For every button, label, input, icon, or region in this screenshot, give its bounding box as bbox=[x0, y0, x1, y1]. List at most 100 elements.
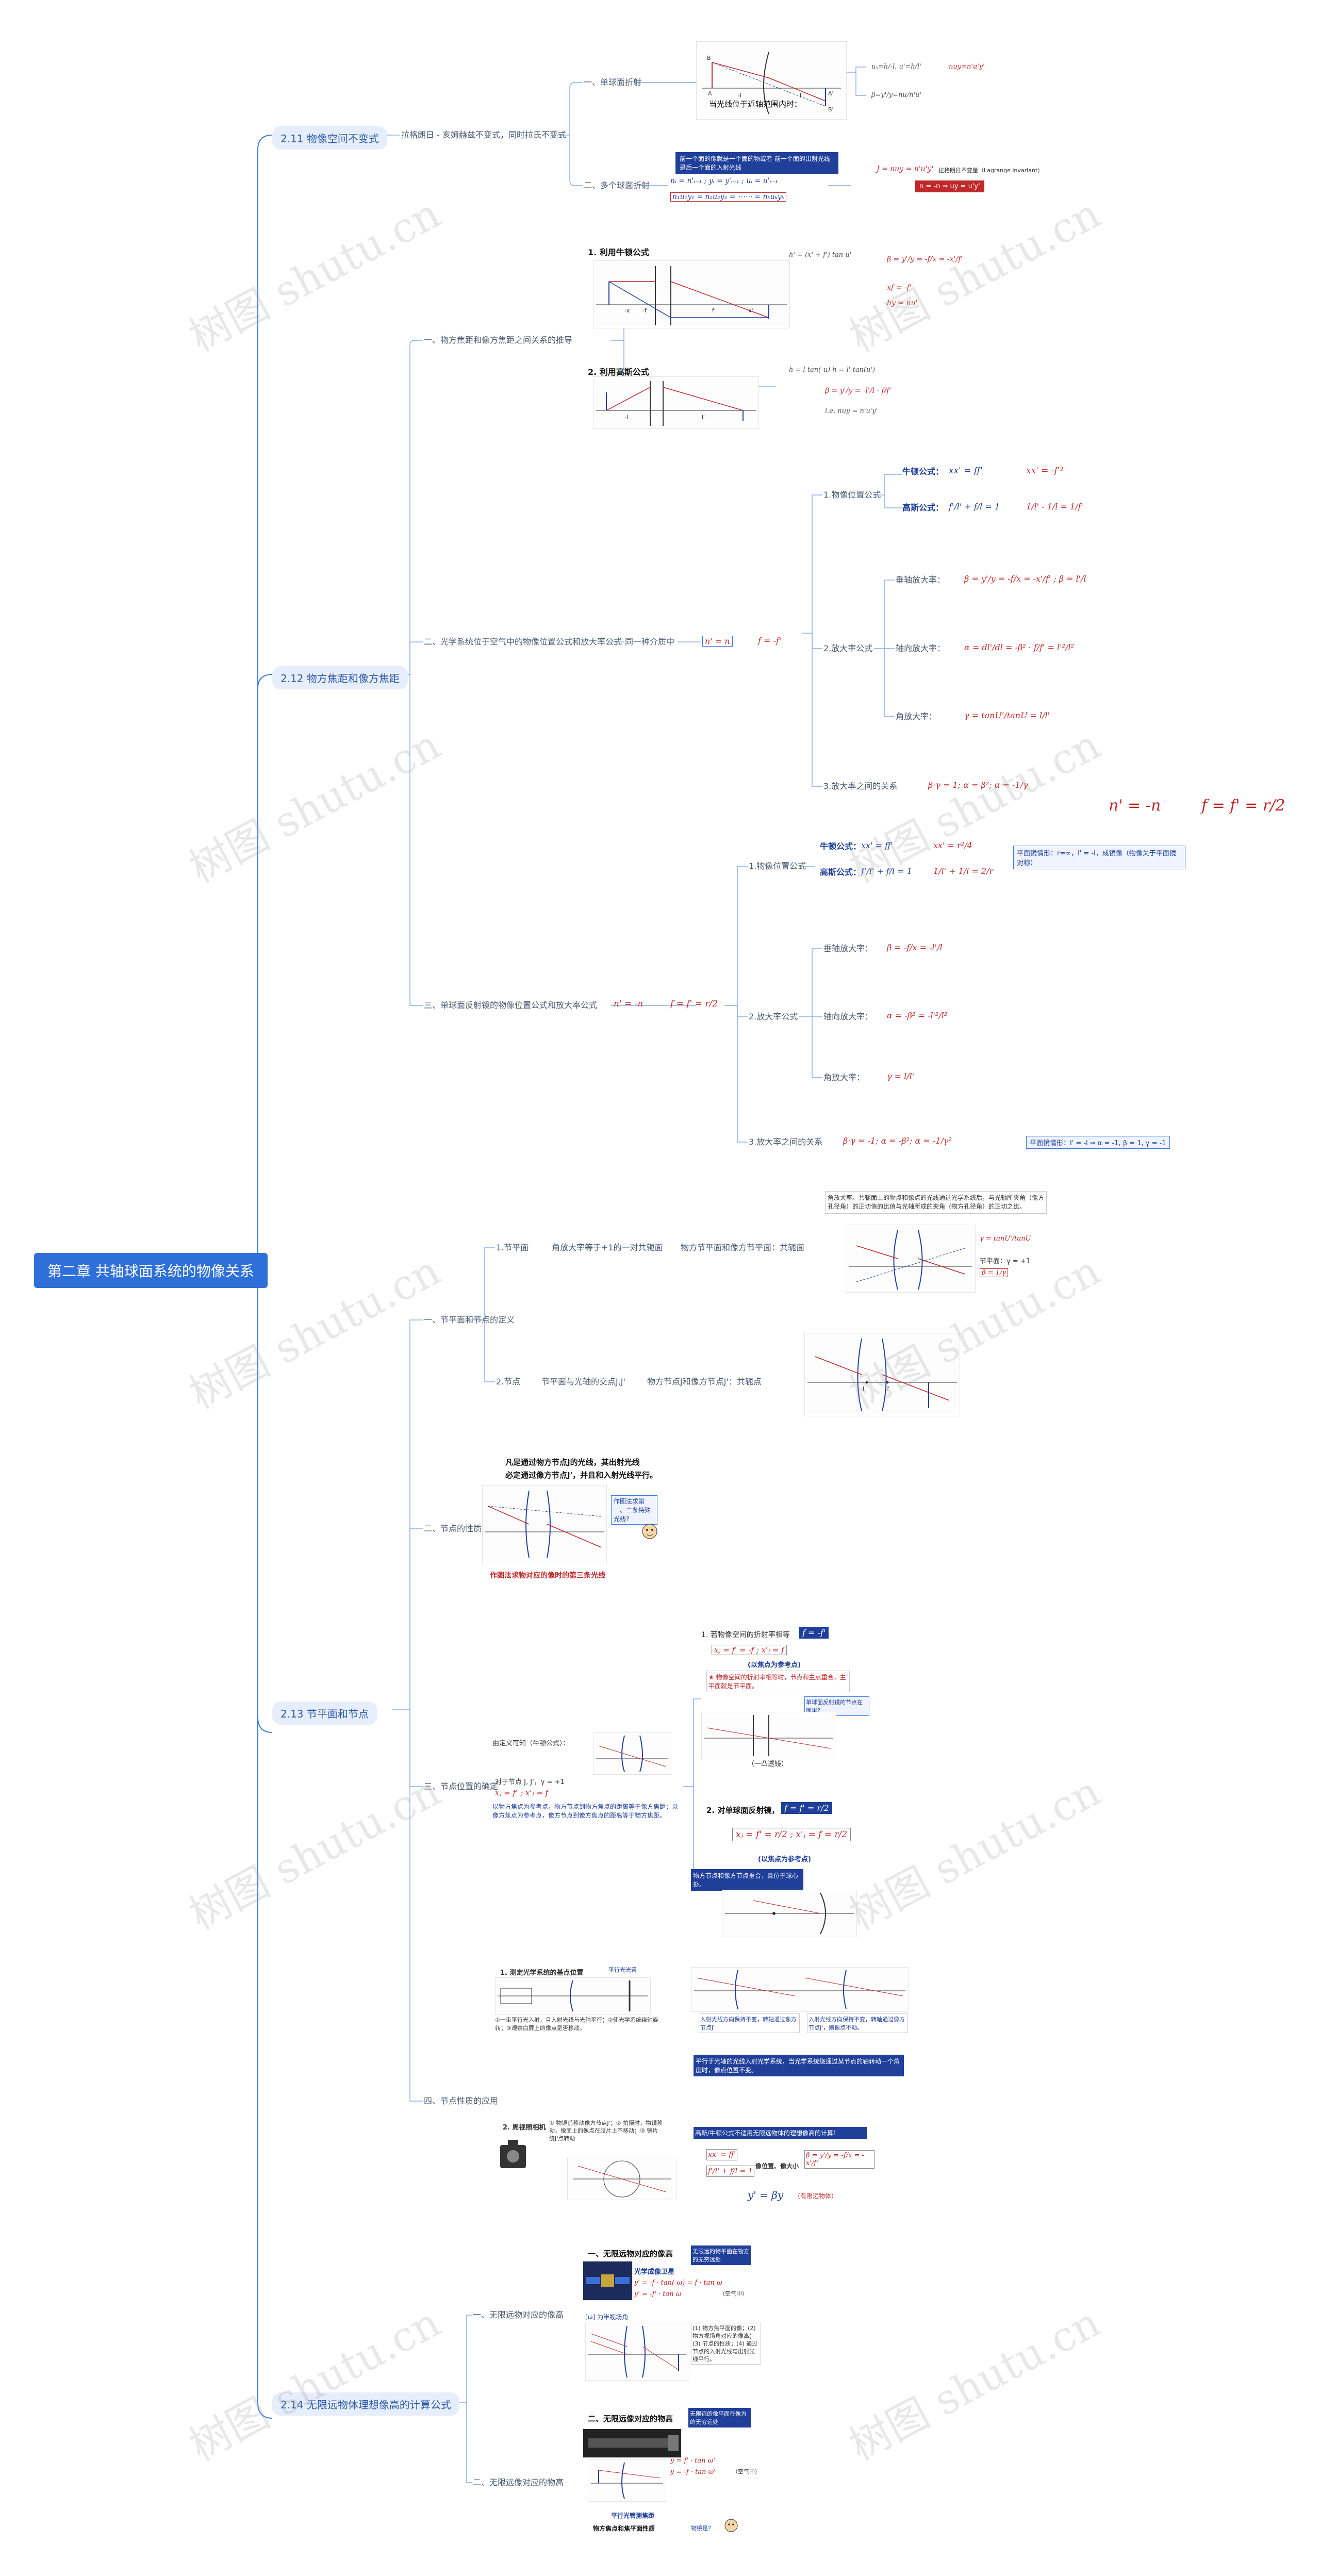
mirror-relation-label[interactable]: 3.放大率之间的关系 bbox=[749, 1137, 823, 1147]
mirror-angular-label[interactable]: 角放大率： bbox=[823, 1072, 865, 1082]
prop-caption: 作图法求物对应的像时的第三条光线 bbox=[490, 1572, 605, 1580]
mag-formula-label[interactable]: 2.放大率公式 bbox=[823, 643, 873, 653]
eq-mirror-newton: xx' = ff' bbox=[861, 840, 893, 850]
topic-2-14[interactable]: 2.14 无限远物体理想像高的计算公式 bbox=[272, 2392, 459, 2416]
topic-2-11-multi-surface[interactable]: 二、多个球面折射 bbox=[584, 180, 650, 190]
case-1-ref: (以焦点为参考点) bbox=[748, 1661, 801, 1669]
eq-angular-mag: γ = tanU'/tanU = l/l' bbox=[964, 711, 1050, 720]
apply-1-box2: 入射光线方向保持不变，转轴通过像方节点J'，则像点不动。 bbox=[807, 2013, 908, 2033]
prop-question: 作图法求第一、二条特殊光线? bbox=[611, 1495, 657, 1525]
eq-mirror-n: n' = -n bbox=[614, 999, 644, 1009]
eq-u-angles: uₓ=h/-l, u'=h/l' bbox=[871, 63, 921, 71]
topic-2-11-single-surface[interactable]: 一、单球面折射 bbox=[584, 77, 642, 87]
nodal-point-conj[interactable]: 物方节点J和像方节点J'：共轭点 bbox=[647, 1377, 762, 1386]
paraxial-caption: 当光线位于近轴范围内时： bbox=[709, 100, 802, 109]
same-medium-label[interactable]: 同一种介质中 bbox=[625, 637, 675, 647]
apply-1-box1: 入射光线方向保持不变，转轴通过像方节点J' bbox=[699, 2013, 800, 2033]
axial-mag-label[interactable]: 轴向放大率： bbox=[896, 643, 946, 653]
eq-gauss-h: h = l tan(-u) h = l' tan(u') bbox=[789, 366, 876, 374]
cartoon-icon bbox=[642, 1524, 657, 1539]
apply-1-label: 1. 测定光学系统的基点位置 bbox=[500, 1969, 584, 1977]
eq-mirror-transverse: β = -f/x = -l'/l bbox=[887, 943, 943, 952]
nodal-point-diagram: J J' bbox=[804, 1333, 960, 1416]
topic-2-13[interactable]: 2.13 节平面和节点 bbox=[272, 1702, 377, 1725]
inf-img-cap2: 物方焦点和焦平面性质 bbox=[593, 2525, 655, 2532]
apply-2-eq2: f'/l' + f/l = 1 bbox=[706, 2166, 754, 2177]
eq-newton-air: xx' = -f'² bbox=[1026, 466, 1064, 476]
svg-text:A: A bbox=[708, 90, 712, 97]
svg-text:l': l' bbox=[702, 414, 705, 421]
svg-text:-f: -f bbox=[642, 307, 647, 314]
inf-obj-eq2: y' = -f' · tan ω bbox=[634, 2290, 682, 2298]
eq-mirror-gauss: f'/l' + f/l = 1 bbox=[861, 866, 912, 876]
inf-obj-diag-label: [ω] 为半视场角 bbox=[585, 2314, 629, 2321]
eq-n-equal: n' = n bbox=[702, 636, 733, 647]
nodal-point-label[interactable]: 2.节点 bbox=[496, 1377, 521, 1386]
gauss-label: 高斯公式： bbox=[902, 503, 944, 513]
lagrange-label: 拉格朗日不变量（Lagrange invariant） bbox=[938, 167, 1044, 174]
topic-2-13-apply[interactable]: 四、节点性质的应用 bbox=[424, 2096, 499, 2106]
eq-newton-nu: hy = nu' bbox=[887, 299, 918, 307]
case-1-eqs: xⱼ = f' = -f ; x'ⱼ = f bbox=[712, 1645, 787, 1655]
mirror-pos-label[interactable]: 1.物像位置公式 bbox=[749, 861, 806, 871]
nodal-point-def[interactable]: 节平面与光轴的交点J,J' bbox=[541, 1377, 625, 1386]
eq-mirror-gauss-res: 1/l' + 1/l = 2/r bbox=[933, 866, 994, 876]
mirror-axial-label[interactable]: 轴向放大率： bbox=[823, 1012, 873, 1021]
topic-2-11-desc[interactable]: 拉格朗日 - 亥姆赫兹不变式，同时拉氏不变式 bbox=[401, 130, 566, 140]
svg-text:l': l' bbox=[800, 92, 803, 99]
svg-text:B': B' bbox=[828, 106, 834, 113]
mirror-newton-label: 牛顿公式： bbox=[820, 841, 862, 851]
svg-text:A': A' bbox=[828, 90, 834, 97]
apply-1-sub: 平行光光管 bbox=[608, 1967, 637, 1973]
eq-mirror-axial: α = -β² = -l'²/l² bbox=[887, 1011, 948, 1020]
inf-img-title: 二、无限远像对应的物高 bbox=[588, 2414, 673, 2423]
pos-formula-label[interactable]: 1.物像位置公式 bbox=[823, 490, 881, 500]
case-2-label: 2. 对单球面反射镜， bbox=[706, 1806, 780, 1815]
case-2-box: 物方节点和像方节点重合，且位于球心处。 bbox=[691, 1869, 803, 1891]
nodal-plane-def[interactable]: 角放大率等于+1的一对共轭面 bbox=[552, 1243, 663, 1252]
eq-f-minus-f: f = -f' bbox=[758, 636, 782, 646]
topic-2-12-derivation[interactable]: 一、物方焦距和像方焦距之间关系的推导 bbox=[424, 335, 573, 345]
nodal-plane-conj[interactable]: 物方节平面和像方节平面：共轭面 bbox=[681, 1243, 805, 1252]
topic-2-13-prop[interactable]: 二、节点的性质 bbox=[424, 1524, 482, 1533]
transverse-mag-label[interactable]: 垂轴放大率： bbox=[896, 575, 946, 585]
inf-obj-air: （空气中） bbox=[719, 2290, 748, 2297]
mag-relation-label[interactable]: 3.放大率之间的关系 bbox=[823, 781, 898, 791]
pos-left-t3: xⱼ = f' ; x'ⱼ = f bbox=[495, 1788, 548, 1797]
nodal-plane-label[interactable]: 1.节平面 bbox=[496, 1243, 529, 1252]
gauss-derivation-diagram: -l l' bbox=[593, 376, 759, 429]
apply-2-items: ① 物镜前移动像方节点J'；② 拍摄时，物镜移动，像面上的像点在胶片上不移动；③… bbox=[549, 2120, 663, 2142]
svg-text:-l: -l bbox=[738, 92, 741, 99]
eq-gauss-air: 1/l' - 1/l = 1/f' bbox=[1026, 502, 1083, 511]
eq-axial-mag: α = dl'/dl = -β² · f/f' = l'²/l² bbox=[964, 642, 1074, 652]
topic-2-14-inf-img[interactable]: 二、无限远像对应的物高 bbox=[473, 2478, 564, 2487]
root-topic[interactable]: 第二章 共轴球面系统的物像关系 bbox=[34, 1253, 268, 1288]
mirror-transverse-label[interactable]: 垂轴放大率： bbox=[823, 944, 873, 953]
topic-2-13-pos[interactable]: 三、节点位置的确定 bbox=[424, 1781, 499, 1791]
topic-2-13-def[interactable]: 一、节平面和节点的定义 bbox=[424, 1315, 515, 1325]
pos-left-t: 由定义可知（牛顿公式）： bbox=[492, 1740, 570, 1747]
inf-obj-list: (1) 物方焦平面的像；(2) 物方视场角对应的像高；(3) 节点的性质；(4)… bbox=[691, 2323, 761, 2365]
eq-mirror-newton-res: xx' = r²/4 bbox=[933, 840, 972, 850]
topic-2-14-inf-obj[interactable]: 一、无限远物对应的像高 bbox=[473, 2310, 564, 2320]
mirror-mag-label[interactable]: 2.放大率公式 bbox=[749, 1012, 798, 1021]
eq-newton: xx' = ff' bbox=[949, 466, 983, 476]
eq-mirror-angular: γ = l/l' bbox=[887, 1071, 915, 1081]
case-1-alt: （一凸透镜） bbox=[748, 1760, 788, 1768]
svg-text:f': f' bbox=[712, 307, 716, 314]
case-2-eq: f = f' = r/2 bbox=[781, 1802, 832, 1814]
inf-img-question: 物镜是？ bbox=[691, 2525, 714, 2532]
angular-mag-label[interactable]: 角放大率： bbox=[896, 712, 937, 721]
eq-nuy: nuy=n'u'y' bbox=[949, 63, 985, 71]
apply-1-items: ①一束平行光入射，且入射光线与光轴平行；②使光学系统绕轴旋转；③观察白屏上的像点… bbox=[495, 2017, 658, 2032]
inf-img-eq1: y = f' · tan ω' bbox=[670, 2457, 715, 2465]
topic-2-12-air[interactable]: 二、光学系统位于空气中的物像位置公式和放大率公式 bbox=[424, 637, 622, 647]
eq-mag-relation: β·γ = 1; α = β²; α = -1/γ bbox=[928, 780, 1028, 790]
topic-2-12-mirror[interactable]: 三、单球面反射镜的物像位置公式和放大率公式 bbox=[424, 1000, 598, 1010]
topic-2-11[interactable]: 2.11 物像空间不变式 bbox=[272, 126, 387, 150]
apply-2-eq5: y' = βy bbox=[748, 2189, 784, 2201]
topic-2-12[interactable]: 2.12 物方焦距和像方焦距 bbox=[272, 666, 408, 689]
float-eq-n: n' = -n bbox=[1109, 797, 1161, 815]
